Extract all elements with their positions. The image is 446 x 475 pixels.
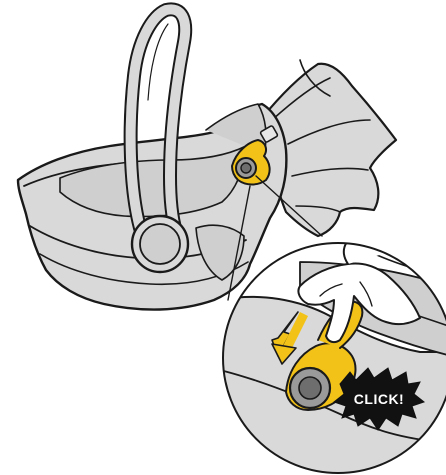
detail-zoom-circle bbox=[220, 236, 446, 475]
click-label: CLICK! bbox=[354, 391, 404, 407]
handle-pivot bbox=[132, 216, 188, 272]
